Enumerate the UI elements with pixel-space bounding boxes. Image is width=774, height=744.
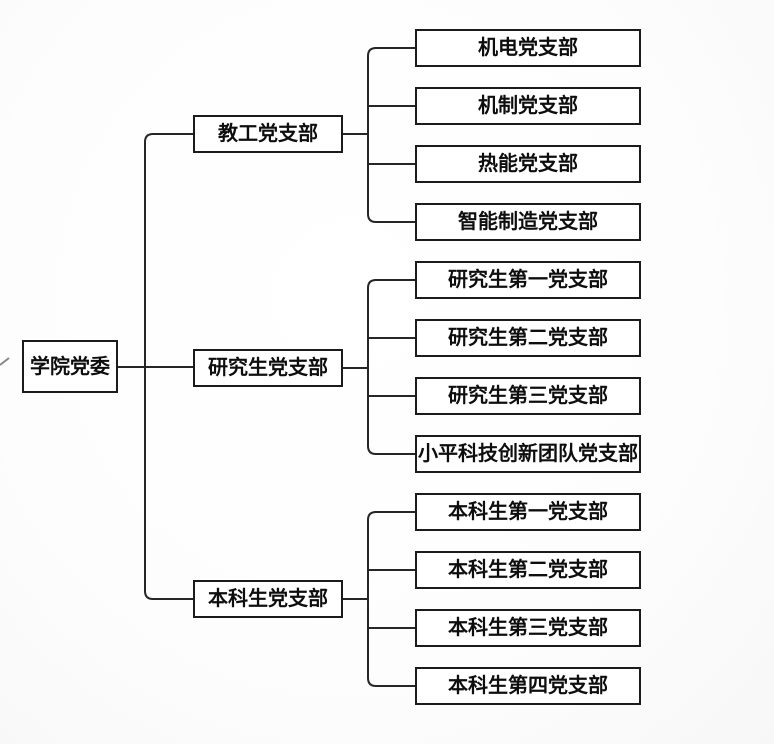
tree-node-leaf-faculty-1: 机电党支部 (415, 29, 641, 67)
connector-root-trunk (144, 133, 193, 600)
connector-graduate-trunk (367, 279, 415, 455)
tree-node-leaf-undergrad-4: 本科生第四党支部 (415, 667, 641, 705)
tree-node-leaf-graduate-3: 研究生第三党支部 (415, 377, 641, 415)
tree-node-branch-graduate: 研究生党支部 (193, 349, 343, 387)
tree-node-leaf-graduate-1: 研究生第一党支部 (415, 261, 641, 299)
tree-node-leaf-faculty-4: 智能制造党支部 (415, 203, 641, 241)
photo-edge-artifact (0, 357, 10, 366)
tree-node-leaf-graduate-4: 小平科技创新团队党支部 (415, 435, 641, 473)
tree-node-leaf-undergrad-2: 本科生第二党支部 (415, 551, 641, 589)
tree-node-branch-faculty: 教工党支部 (193, 115, 343, 153)
tree-node-leaf-faculty-3: 热能党支部 (415, 145, 641, 183)
tree-node-leaf-graduate-2: 研究生第二党支部 (415, 319, 641, 357)
tree-node-leaf-faculty-2: 机制党支部 (415, 87, 641, 125)
connector-undergrad-trunk (367, 511, 415, 687)
tree-node-leaf-undergrad-1: 本科生第一党支部 (415, 493, 641, 531)
connector-faculty-trunk (367, 47, 415, 223)
tree-node-root: 学院党委 (22, 340, 118, 393)
tree-node-leaf-undergrad-3: 本科生第三党支部 (415, 609, 641, 647)
tree-node-branch-undergrad: 本科生党支部 (193, 580, 343, 618)
